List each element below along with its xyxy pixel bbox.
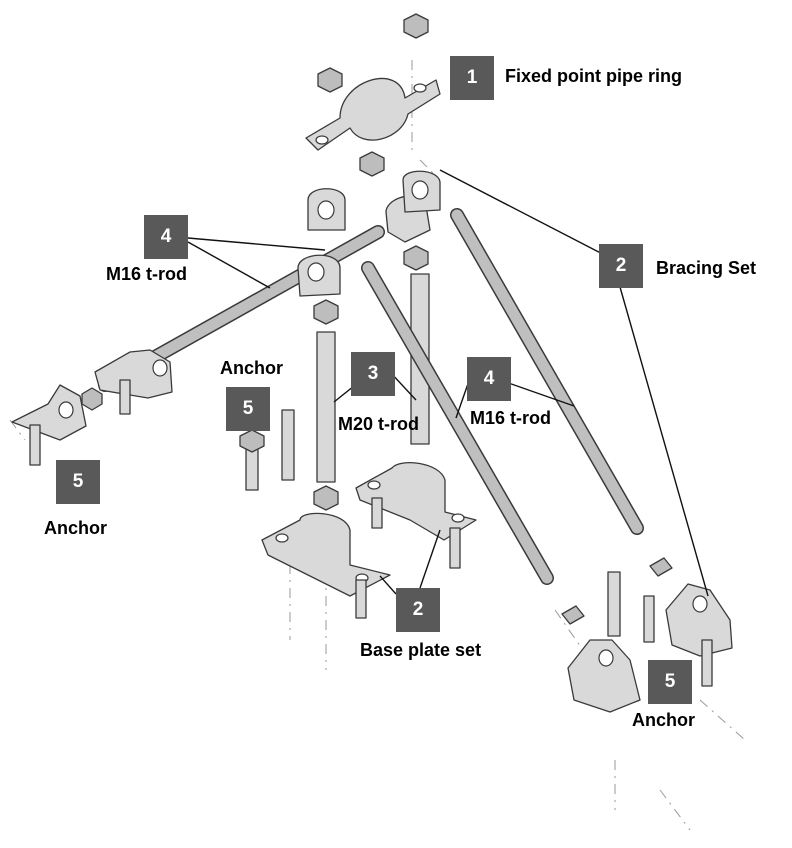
callout-badge-rod-right: 4 [467,357,511,401]
callout-badge-base-plate: 2 [396,588,440,632]
callout-badge-anchor-right: 5 [648,660,692,704]
callout-label-rod-left: M16 t-rod [106,264,187,284]
callout-badge-rod-left: 4 [144,215,188,259]
base-plate-set [261,462,477,619]
callout-label-base-plate: Base plate set [360,640,482,660]
m20-t-rod [316,273,430,483]
callout-label-pipe-ring: Fixed point pipe ring [505,66,682,86]
callout-label-anchor-right: Anchor [632,710,695,730]
callout-badge-pipe-ring: 1 [450,56,494,100]
callout-badge-anchor-mid: 5 [226,387,270,431]
callout-badge-anchor-left: 5 [56,460,100,504]
callout-label-bracing-set: Bracing Set [656,258,757,278]
callout-label-anchor-left: Anchor [44,518,107,538]
callout-label-rod-m20: M20 t-rod [338,414,419,434]
callout-label-anchor-mid: Anchor [220,358,283,378]
leader-lines [187,169,709,597]
bracing-rods [361,208,644,585]
fixed-point-pipe-ring [305,13,441,177]
anchor-brackets-left [11,349,173,466]
callout-label-rod-right: M16 t-rod [470,408,551,428]
callout-badge-rod-m20: 3 [351,352,395,396]
anchor-brackets-right [561,557,733,713]
callout-badge-bracing-set: 2 [599,244,643,288]
anchor-bolts-mid [239,409,295,491]
clevis-heads-top [297,170,441,511]
